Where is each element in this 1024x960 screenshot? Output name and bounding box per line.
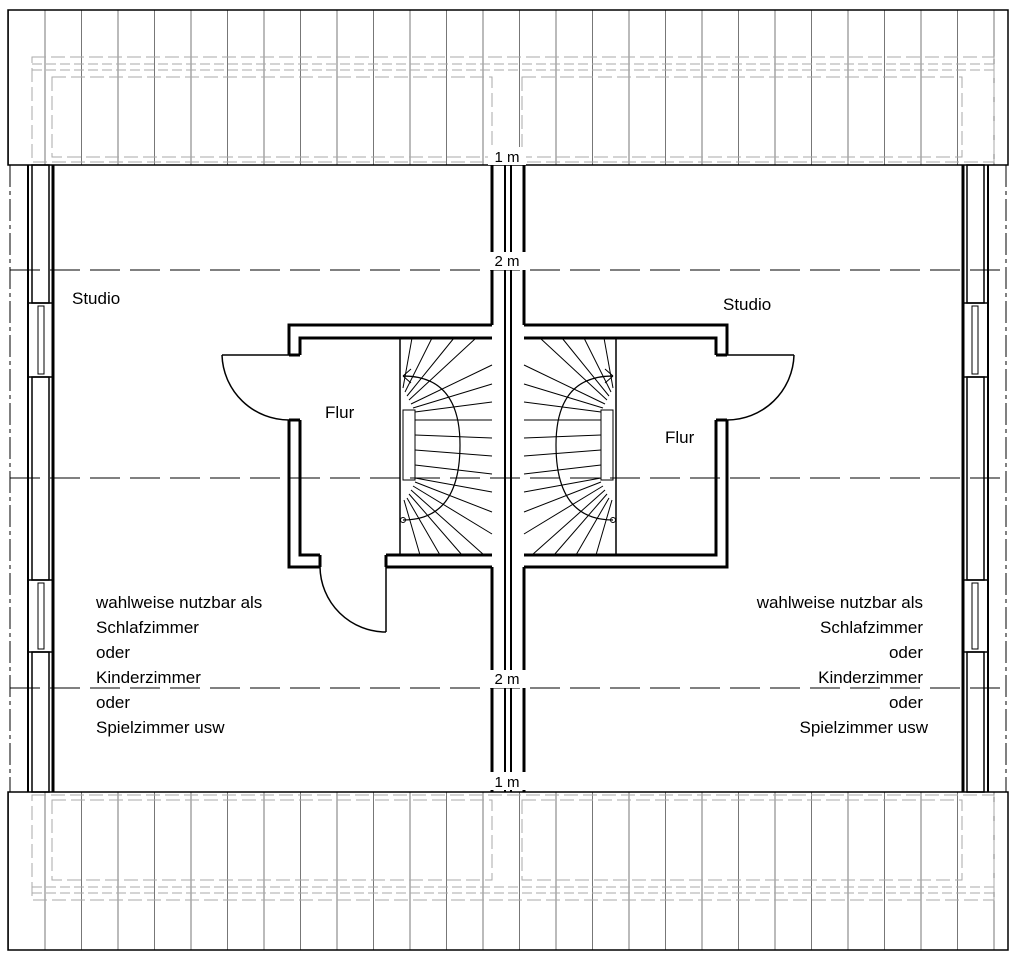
note-line: Kinderzimmer bbox=[96, 668, 201, 687]
left-flur-door bbox=[221, 354, 290, 421]
height-label-1m-top: 1 m bbox=[494, 149, 519, 166]
right-studio-label: Studio bbox=[723, 295, 771, 314]
note-line: wahlweise nutzbar als bbox=[756, 593, 923, 612]
left-studio-door bbox=[319, 566, 387, 633]
left-usage-note: wahlweise nutzbar als Schlafzimmer oder … bbox=[95, 593, 262, 737]
roof-top bbox=[7, 9, 1009, 166]
note-line: Kinderzimmer bbox=[818, 668, 923, 687]
left-studio-label: Studio bbox=[72, 289, 120, 308]
height-label-1m-bottom: 1 m bbox=[494, 774, 519, 791]
right-usage-note: wahlweise nutzbar als Schlafzimmer oder … bbox=[756, 593, 929, 737]
note-line: oder bbox=[96, 693, 130, 712]
note-line: oder bbox=[96, 643, 130, 662]
right-flur-door bbox=[726, 354, 795, 421]
right-staircase bbox=[523, 337, 617, 556]
note-line: Spielzimmer usw bbox=[96, 718, 225, 737]
height-label-2m-top: 2 m bbox=[494, 253, 519, 270]
roof-bottom bbox=[7, 791, 1009, 951]
note-line: Schlafzimmer bbox=[96, 618, 199, 637]
left-staircase bbox=[399, 337, 493, 556]
note-line: Spielzimmer usw bbox=[800, 718, 929, 737]
note-line: Schlafzimmer bbox=[820, 618, 923, 637]
note-line: oder bbox=[889, 643, 923, 662]
note-line: oder bbox=[889, 693, 923, 712]
height-labels: 1 m 2 m 2 m 1 m bbox=[488, 147, 526, 791]
left-flur-walls bbox=[287, 323, 492, 569]
right-flur-walls bbox=[524, 323, 729, 569]
right-flur-label: Flur bbox=[665, 428, 695, 447]
note-line: wahlweise nutzbar als bbox=[95, 593, 262, 612]
left-flur-label: Flur bbox=[325, 403, 355, 422]
height-label-2m-bottom: 2 m bbox=[494, 671, 519, 688]
